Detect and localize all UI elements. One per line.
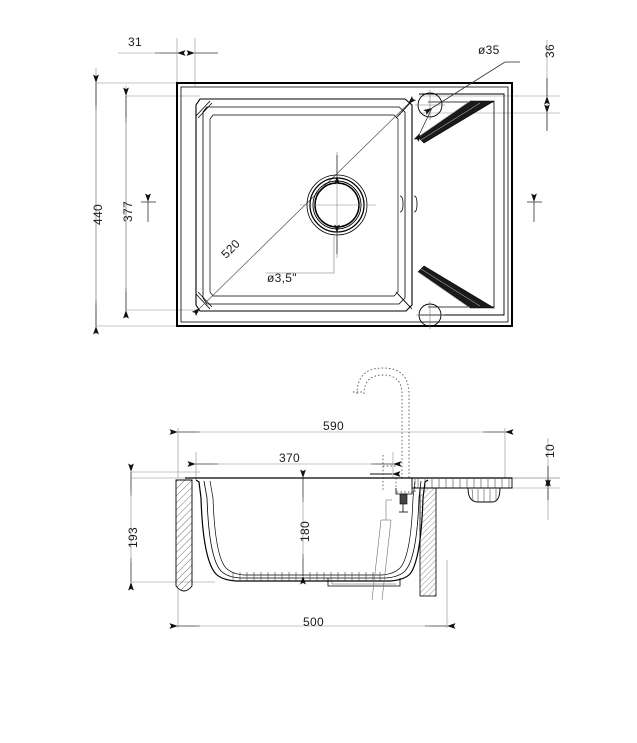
mounting-bracket xyxy=(395,488,413,513)
top-view-group xyxy=(93,38,560,335)
dim-label-36: 36 xyxy=(543,44,557,58)
lower-leader-lines xyxy=(371,499,392,601)
extension-lines-top xyxy=(95,38,560,330)
dim-label-370: 370 xyxy=(279,451,300,465)
bowl-bottom-ribs xyxy=(232,572,401,587)
dim-inner-marks xyxy=(141,193,542,222)
drainboard-section xyxy=(411,477,513,503)
drain-hole xyxy=(300,152,376,258)
dim-label-500: 500 xyxy=(303,615,324,629)
dim-label-440: 440 xyxy=(91,204,105,225)
dim-label-180: 180 xyxy=(298,521,312,542)
hatched-wall-left xyxy=(175,479,193,592)
bowl-section xyxy=(195,479,429,582)
extension-lines-section xyxy=(131,428,560,628)
leader-tap-hole xyxy=(413,61,520,142)
dim-label-590: 590 xyxy=(323,419,344,433)
dim-label-10: 10 xyxy=(543,444,557,458)
bowl-side-slots xyxy=(399,195,418,213)
dim-label-drain-diameter: ø3,5" xyxy=(267,271,297,285)
section-view-group xyxy=(128,367,560,629)
tap-hole-bottom xyxy=(416,301,444,329)
dim-label-tap-hole-diameter: ø35 xyxy=(478,43,500,57)
dim-label-31: 31 xyxy=(128,35,142,49)
dim-label-377: 377 xyxy=(121,201,135,222)
faucet-phantom-outline xyxy=(353,367,416,493)
dim-label-193: 193 xyxy=(126,527,140,548)
dim-520 xyxy=(191,95,417,317)
leader-drain xyxy=(266,236,335,274)
drainboard xyxy=(417,93,505,316)
tap-hole-top xyxy=(415,90,445,120)
sink-outer-body xyxy=(176,82,513,327)
hatched-post xyxy=(419,487,437,597)
